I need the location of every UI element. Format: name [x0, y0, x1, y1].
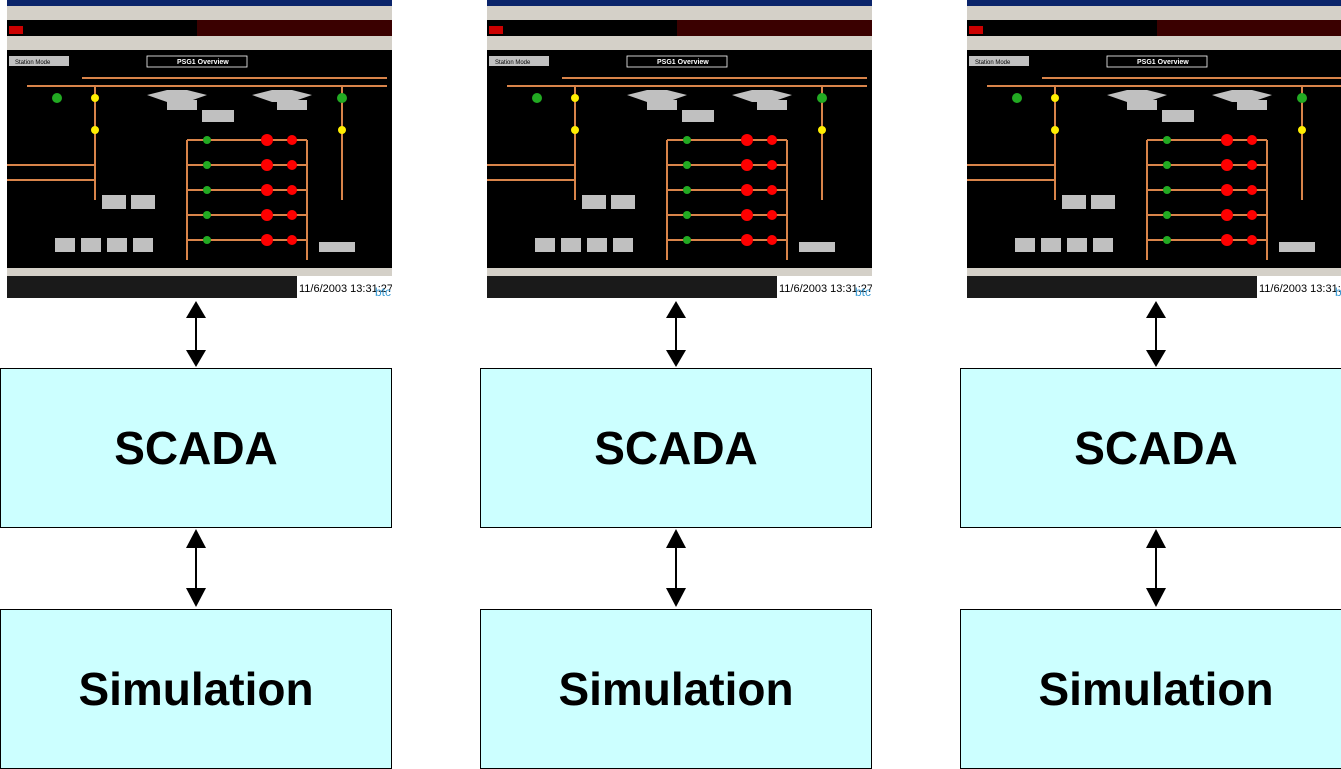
scada-label: SCADA [114, 422, 278, 474]
scada-box: SCADA [960, 368, 1341, 528]
scada-screenshot: Station Mode PSG1 Overview [967, 0, 1341, 298]
simulation-box: Simulation [960, 609, 1341, 769]
simulation-label: Simulation [558, 663, 794, 715]
bidirectional-arrow-bottom [666, 529, 686, 607]
btc-logo: btc [375, 285, 391, 298]
window-title: PSG1 Overview [177, 59, 229, 66]
timestamp: 11/6/2003 13:31:27 [1259, 283, 1341, 295]
simulation-label: Simulation [78, 663, 314, 715]
bidirectional-arrow-top [186, 301, 206, 367]
column-2: Station Mode PSG1 Overview [960, 0, 1341, 769]
window-title: PSG1 Overview [1137, 59, 1189, 66]
timestamp: 11/6/2003 13:31:27 [779, 283, 872, 295]
scada-screenshot: Station Mode PSG1 Overview [7, 0, 392, 298]
simulation-box: Simulation [0, 609, 392, 769]
bidirectional-arrow-bottom [1146, 529, 1166, 607]
station-mode-label: Station Mode [15, 60, 51, 66]
bidirectional-arrow-top [666, 301, 686, 367]
window-title: PSG1 Overview [657, 59, 709, 66]
scada-label: SCADA [1074, 422, 1238, 474]
station-mode-label: Station Mode [495, 60, 531, 66]
btc-logo: btc [1335, 285, 1341, 298]
station-mode-label: Station Mode [975, 60, 1011, 66]
column-0: Station Mode PSG1 Overview [0, 0, 395, 769]
scada-label: SCADA [594, 422, 758, 474]
simulation-label: Simulation [1038, 663, 1274, 715]
scada-screenshot: Station Mode PSG1 Overview [487, 0, 872, 298]
scada-box: SCADA [480, 368, 872, 528]
bidirectional-arrow-top [1146, 301, 1166, 367]
bidirectional-arrow-bottom [186, 529, 206, 607]
btc-logo: btc [855, 285, 871, 298]
scada-box: SCADA [0, 368, 392, 528]
timestamp: 11/6/2003 13:31:27 [299, 283, 392, 295]
column-1: Station Mode PSG1 Overview [480, 0, 875, 769]
simulation-box: Simulation [480, 609, 872, 769]
